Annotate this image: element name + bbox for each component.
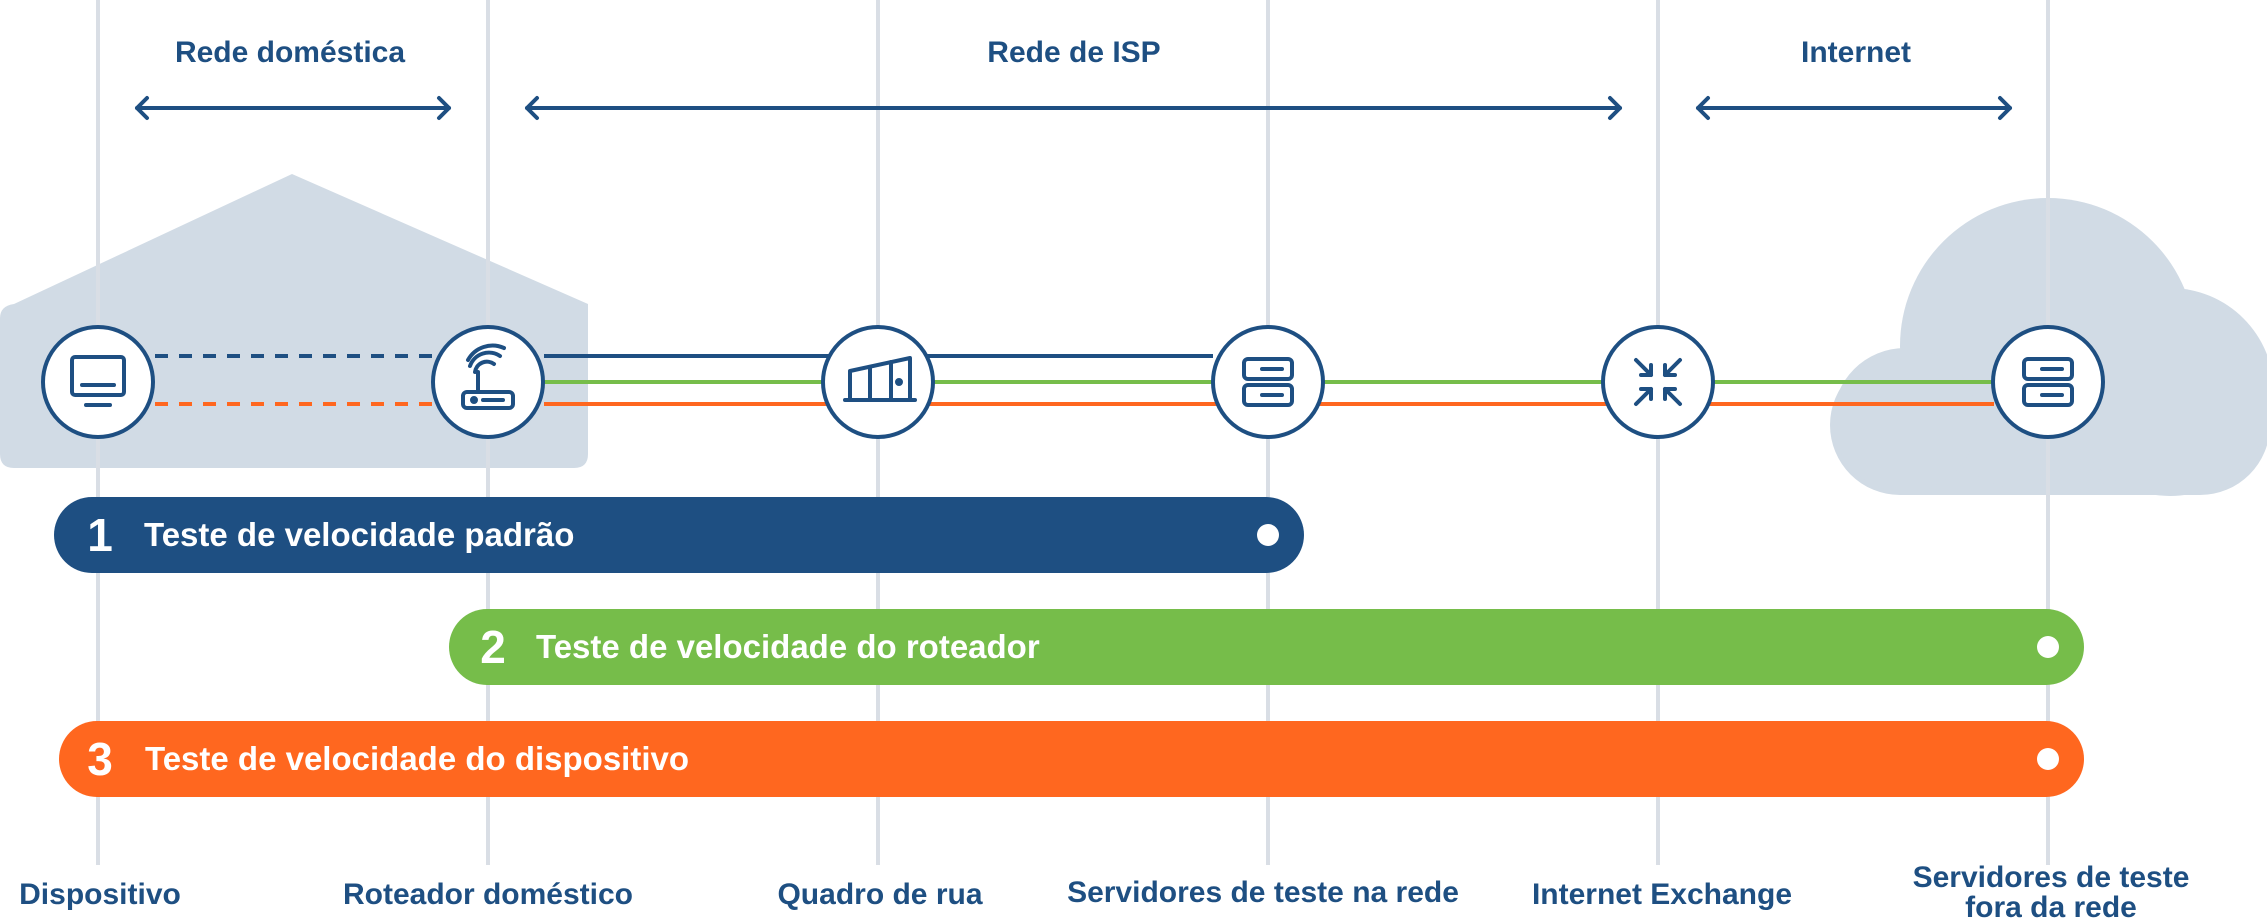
segment-label-home: Rede doméstica — [174, 36, 406, 69]
laptop-icon — [70, 355, 126, 407]
node-label-offnet-servers: Servidores de teste fora da rede — [1912, 861, 2190, 924]
test-endpoint-dot — [2037, 748, 2059, 770]
segment-label-internet: Internet — [1800, 36, 1911, 69]
range-arrow-home — [135, 96, 451, 120]
test-number: 3 — [87, 733, 113, 785]
range-arrow-isp — [525, 96, 1622, 120]
test-number: 2 — [480, 621, 506, 673]
test-bar-1: 1 Teste de velocidade padrão — [54, 497, 1304, 573]
node-label-street-cabinet: Quadro de rua — [777, 878, 983, 911]
server-icon — [2022, 357, 2074, 407]
node-onnet-servers — [1211, 325, 1325, 439]
node-device — [41, 325, 155, 439]
test-label: Teste de velocidade do roteador — [536, 628, 1040, 665]
test-bar-2: 2 Teste de velocidade do roteador — [449, 609, 2084, 685]
node-label-onnet-servers: Servidores de teste na rede — [1067, 876, 1459, 909]
test-number: 1 — [87, 509, 113, 561]
node-label-device: Dispositivo — [19, 878, 181, 911]
segment-label-isp: Rede de ISP — [987, 36, 1161, 69]
node-label-internet-exchange: Internet Exchange — [1531, 878, 1793, 911]
test-label: Teste de velocidade do dispositivo — [145, 740, 690, 777]
node-router — [431, 325, 545, 439]
node-circles — [41, 325, 2105, 439]
node-label-router: Roteador doméstico — [342, 878, 634, 911]
node-offnet-servers — [1991, 325, 2105, 439]
router-icon — [461, 343, 515, 410]
range-arrow-internet — [1696, 96, 2012, 120]
test-endpoint-dot — [1257, 524, 1279, 546]
cloud-shape — [1830, 198, 2267, 496]
node-street-cabinet — [821, 325, 935, 439]
test-label: Teste de velocidade padrão — [144, 516, 575, 553]
server-icon — [1242, 357, 1294, 407]
street-cabinet-icon — [843, 356, 917, 402]
node-internet-exchange — [1601, 325, 1715, 439]
range-arrows — [135, 96, 2012, 120]
test-endpoint-dot — [2037, 636, 2059, 658]
test-bar-3: 3 Teste de velocidade do dispositivo — [59, 721, 2084, 797]
exchange-arrows-icon — [1634, 358, 1682, 406]
